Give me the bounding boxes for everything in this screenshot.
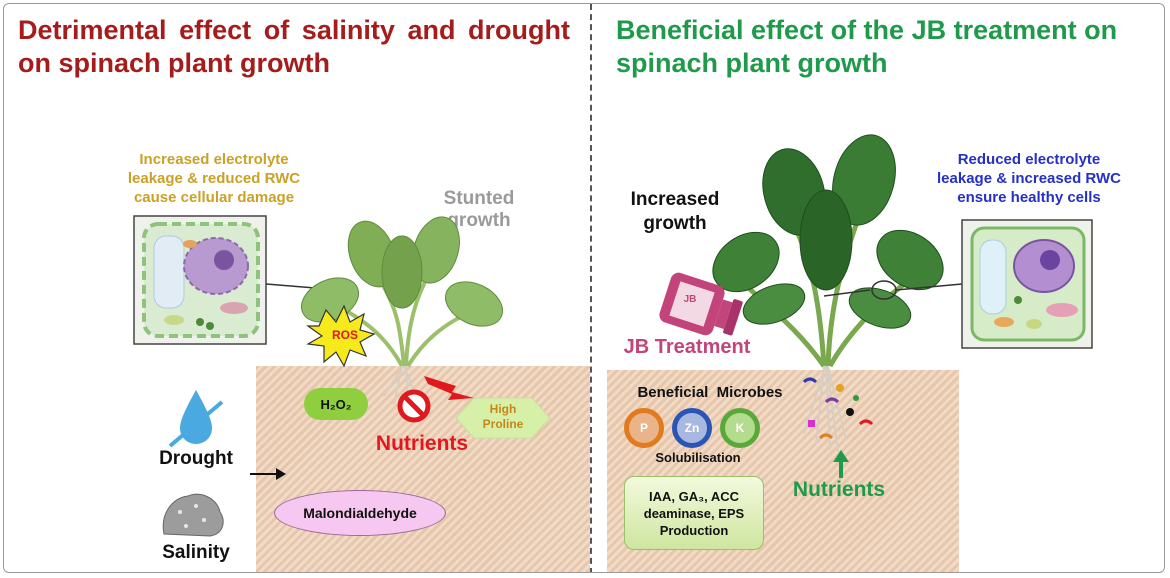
nutrients-up-arrow-icon [833, 450, 849, 478]
drought-arrow-icon [250, 468, 286, 480]
right-panel-title: Beneficial effect of the JB treatment on… [616, 15, 1118, 78]
jb-bottle-icon [659, 272, 743, 336]
stunted-growth-label: Stunted growth [443, 188, 515, 231]
increased-growth-label: Increased growth [630, 189, 720, 234]
right-cell-caption: Reduced electrolyte leakage & increased … [937, 151, 1121, 206]
diagram-frame: Detrimental effect of salinity and droug… [3, 3, 1165, 573]
left-nutrients-label: Nutrients [375, 432, 469, 455]
ros-burst-icon [306, 304, 376, 368]
prohibition-sign-icon [397, 389, 431, 423]
h2o2-pill: H₂O₂ [304, 388, 368, 420]
jb-bottle-label: JB [683, 294, 697, 305]
high-proline-label: High Proline [482, 402, 524, 431]
solubilisation-label: Solubilisation [655, 450, 741, 465]
production-box: IAA, GA₃, ACC deaminase, EPS Production [624, 476, 764, 550]
drought-label: Drought [159, 448, 233, 469]
right-nutrients-label: Nutrients [792, 478, 886, 501]
left-cell-caption: Increased electrolyte leakage & reduced … [127, 151, 301, 206]
healthy-spinach-plant-icon [712, 134, 944, 453]
malondialdehyde-pill: Malondialdehyde [274, 490, 446, 536]
damaged-cell-icon [133, 215, 267, 345]
stunted-spinach-plant-icon [301, 216, 503, 409]
left-panel-title: Detrimental effect of salinity and droug… [18, 15, 570, 78]
phosphorus-circle: P [624, 408, 664, 448]
high-proline-hexagon [455, 397, 551, 439]
zinc-circle: Zn [672, 408, 712, 448]
salinity-salt-icon [162, 493, 224, 537]
panel-divider [590, 4, 592, 572]
healthy-cell-icon [961, 219, 1093, 349]
drought-icon [168, 390, 224, 448]
potassium-circle: K [720, 408, 760, 448]
lightning-bolt-icon [424, 376, 474, 400]
microbes-icon [802, 377, 874, 440]
ros-label: ROS [331, 328, 358, 342]
diagram-graphics [133, 134, 1093, 537]
salinity-label: Salinity [162, 542, 230, 563]
jb-treatment-label: JB Treatment [623, 336, 751, 358]
beneficial-microbes-label: Beneficial Microbes [637, 384, 783, 401]
